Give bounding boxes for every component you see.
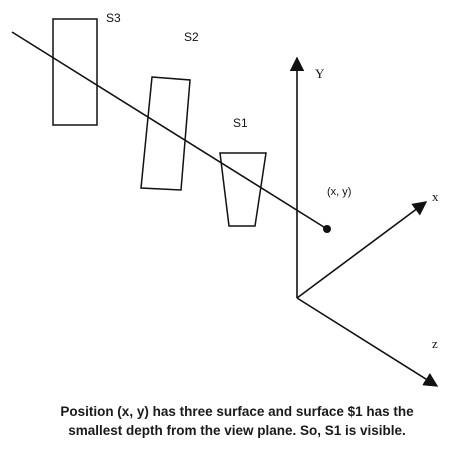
- x-axis-label: x: [432, 189, 439, 204]
- caption: Position (x, y) has three surface and su…: [0, 402, 474, 440]
- surface-s3-label: S3: [106, 11, 121, 25]
- point-label: (x, y): [327, 186, 351, 198]
- projection-line: [11, 31, 328, 230]
- surface-s2-label: S2: [184, 30, 199, 44]
- surface-s1-shape: [219, 152, 267, 227]
- z-axis: [296, 297, 439, 387]
- surface-s1-label: S1: [233, 116, 248, 130]
- point-marker: [323, 225, 331, 233]
- surface-s2-shape: [140, 76, 191, 191]
- y-axis-label: Y: [315, 66, 325, 81]
- caption-line-2: smallest depth from the view plane. So, …: [68, 423, 406, 438]
- x-axis: [296, 201, 428, 299]
- caption-line-1: Position (x, y) has three surface and su…: [60, 404, 414, 419]
- surface-s3-shape: [52, 18, 98, 126]
- z-axis-label: z: [432, 336, 438, 351]
